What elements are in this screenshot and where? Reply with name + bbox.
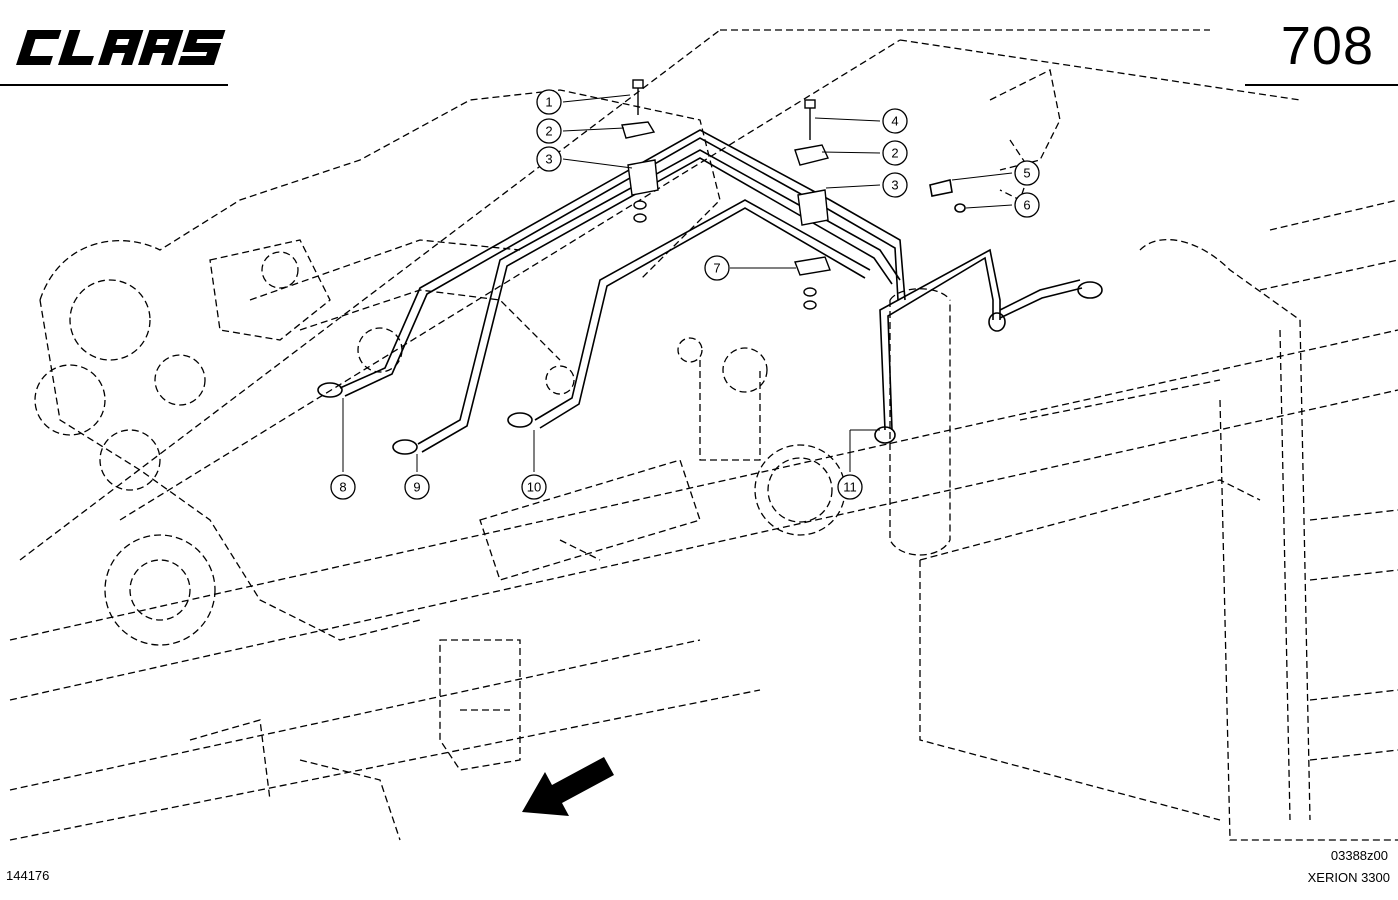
callout-label: 5 bbox=[1023, 166, 1030, 181]
callout-7: 7 bbox=[704, 255, 730, 281]
callout-11: 11 bbox=[837, 474, 863, 500]
hydraulic-pipes bbox=[317, 129, 1103, 455]
machine-model: XERION 3300 bbox=[1307, 870, 1390, 885]
callout-8: 8 bbox=[330, 474, 356, 500]
header-rule-left bbox=[0, 84, 228, 86]
callout-10: 10 bbox=[521, 474, 547, 500]
callout-1: 1 bbox=[536, 89, 562, 115]
callout-label: 10 bbox=[527, 480, 541, 495]
callout-label: 3 bbox=[891, 178, 898, 193]
sheet-id: 144176 bbox=[6, 868, 50, 883]
header-rule-right bbox=[1245, 84, 1398, 86]
callout-leaders bbox=[342, 94, 1013, 472]
callout-group: 1 2 3 4 2 3 5 6 7 8 9 10 11 bbox=[330, 89, 1040, 500]
callout-4: 4 bbox=[882, 108, 908, 134]
callout-label: 7 bbox=[713, 261, 720, 276]
callout-label: 11 bbox=[843, 480, 857, 495]
callout-9: 9 bbox=[404, 474, 430, 500]
callout-label: 9 bbox=[413, 480, 420, 495]
callout-label: 1 bbox=[545, 95, 552, 110]
callout-label: 2 bbox=[891, 146, 898, 161]
callout-3b: 3 bbox=[882, 172, 908, 198]
clamp-hardware bbox=[621, 79, 831, 310]
callout-2a: 2 bbox=[536, 118, 562, 144]
callout-label: 2 bbox=[545, 124, 552, 139]
callout-5: 5 bbox=[1014, 160, 1040, 186]
callout-label: 4 bbox=[891, 114, 898, 129]
callout-label: 6 bbox=[1023, 198, 1030, 213]
callout-label: 3 bbox=[545, 152, 552, 167]
callout-label: 8 bbox=[339, 480, 346, 495]
context-outline bbox=[9, 29, 1398, 841]
callout-3a: 3 bbox=[536, 146, 562, 172]
page-number: 708 bbox=[1280, 16, 1374, 76]
callout-2b: 2 bbox=[882, 140, 908, 166]
drawing-reference: 03388z00 bbox=[1330, 848, 1388, 863]
claas-logo bbox=[16, 30, 226, 65]
callout-6: 6 bbox=[1014, 192, 1040, 218]
direction-arrow bbox=[522, 757, 614, 816]
